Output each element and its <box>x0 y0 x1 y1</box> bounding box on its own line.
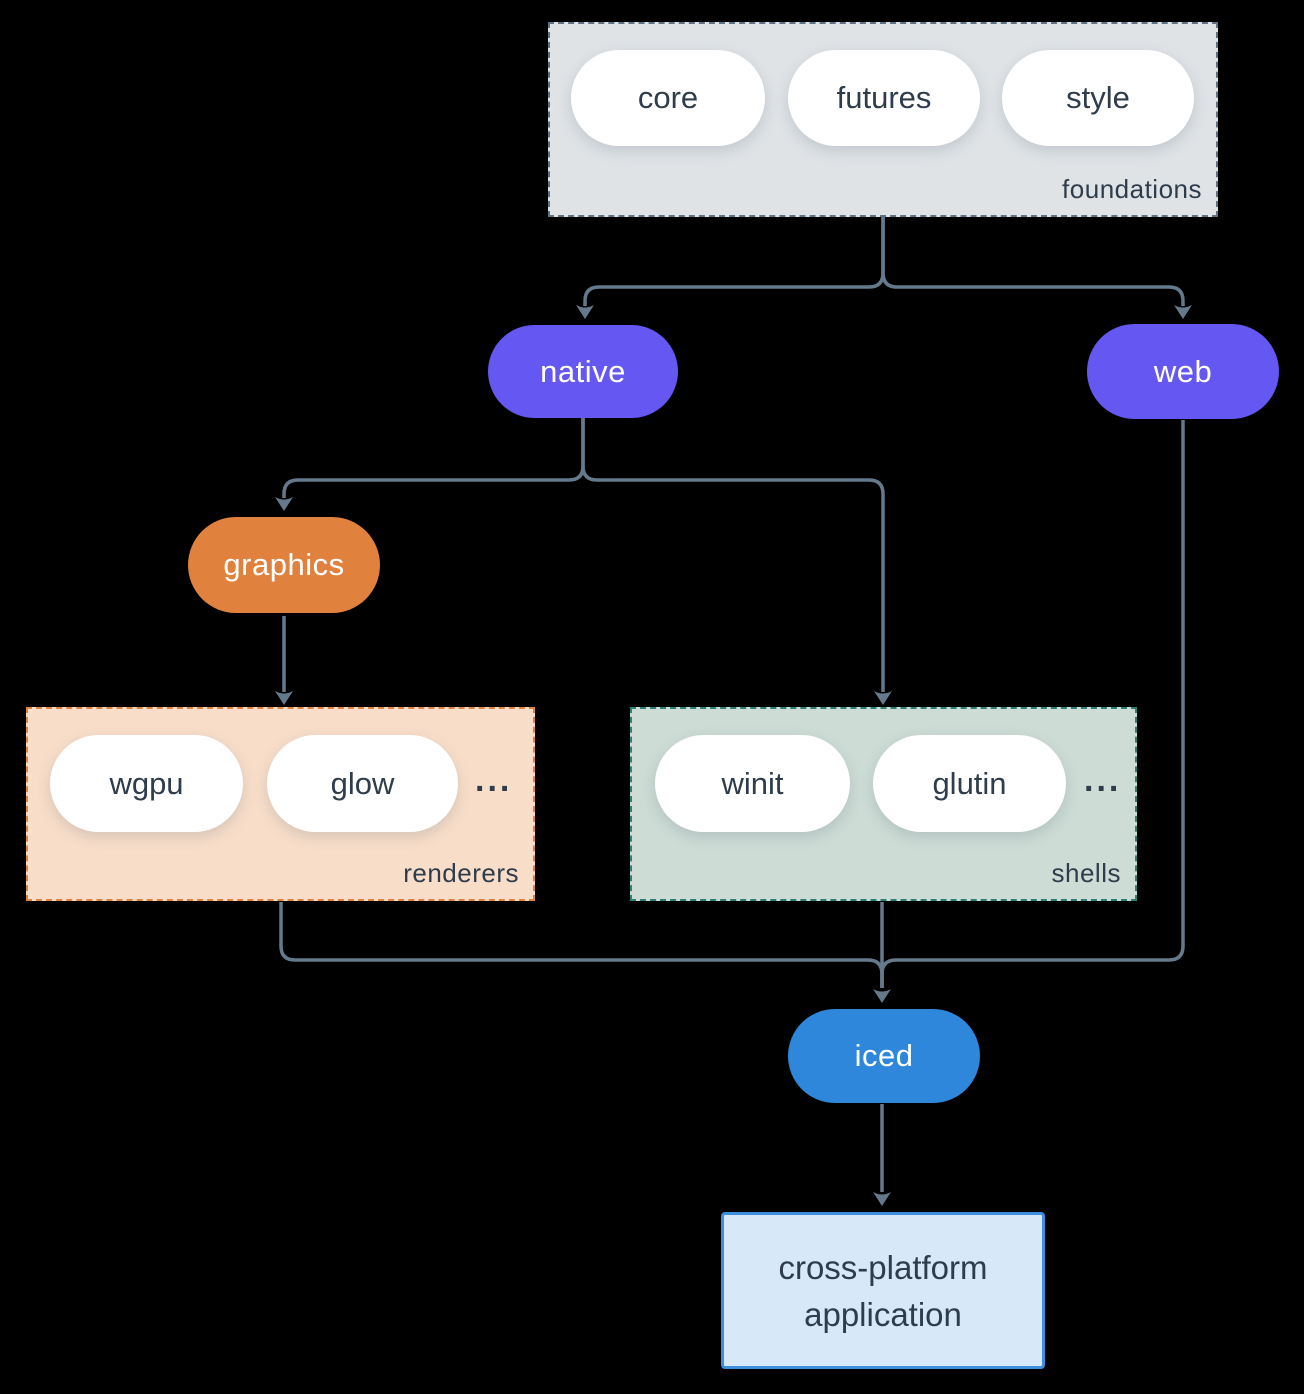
crate-futures-label: futures <box>836 80 932 115</box>
node-native: native <box>488 325 678 418</box>
edge-web-iced <box>880 420 1185 988</box>
crate-wgpu-label: wgpu <box>109 765 184 801</box>
edge-native-graphics <box>282 418 585 498</box>
arrowhead-iced <box>873 989 891 1003</box>
edge-renderers-iced <box>279 902 884 988</box>
node-web: web <box>1087 324 1279 419</box>
group-shells-label: shells <box>1051 858 1121 888</box>
crate-glow: glow <box>267 735 458 832</box>
edge-foundations-native <box>583 217 885 306</box>
application-line-2: application <box>804 1295 962 1333</box>
edge-foundations-web <box>881 217 1185 306</box>
group-foundations: core futures style foundations <box>548 22 1218 217</box>
arrowhead-graphics <box>275 497 293 511</box>
node-cross-platform-application: cross-platform application <box>721 1212 1045 1369</box>
node-web-label: web <box>1153 353 1213 389</box>
crate-winit-label: winit <box>721 765 784 801</box>
crate-winit: winit <box>655 735 850 832</box>
crate-glow-label: glow <box>330 765 395 801</box>
application-line-1: cross-platform <box>778 1248 988 1286</box>
node-graphics-label: graphics <box>223 547 345 582</box>
crate-style: style <box>1002 50 1194 146</box>
crate-glutin: glutin <box>873 735 1066 832</box>
node-iced: iced <box>788 1009 980 1103</box>
arrowhead-shells <box>874 691 892 705</box>
crate-style-label: style <box>1066 80 1130 115</box>
arrowhead-native <box>576 305 594 319</box>
group-shells: winit glutin ... shells <box>630 707 1137 901</box>
crate-futures: futures <box>788 50 980 146</box>
crate-core: core <box>571 50 765 146</box>
node-graphics: graphics <box>188 517 380 613</box>
arrowhead-renderers <box>275 691 293 705</box>
edge-native-shells <box>581 418 885 692</box>
group-foundations-label: foundations <box>1062 174 1202 204</box>
renderers-ellipsis: ... <box>475 761 513 799</box>
arrowhead-application <box>873 1192 891 1206</box>
group-renderers-label: renderers <box>403 858 519 888</box>
node-iced-label: iced <box>854 1038 914 1073</box>
crate-wgpu: wgpu <box>50 735 243 832</box>
group-renderers: wgpu glow ... renderers <box>26 707 535 901</box>
shells-ellipsis: ... <box>1084 761 1122 799</box>
crate-core-label: core <box>637 80 699 115</box>
crate-glutin-label: glutin <box>932 765 1007 801</box>
node-native-label: native <box>540 353 626 389</box>
arrowhead-web <box>1174 305 1192 319</box>
